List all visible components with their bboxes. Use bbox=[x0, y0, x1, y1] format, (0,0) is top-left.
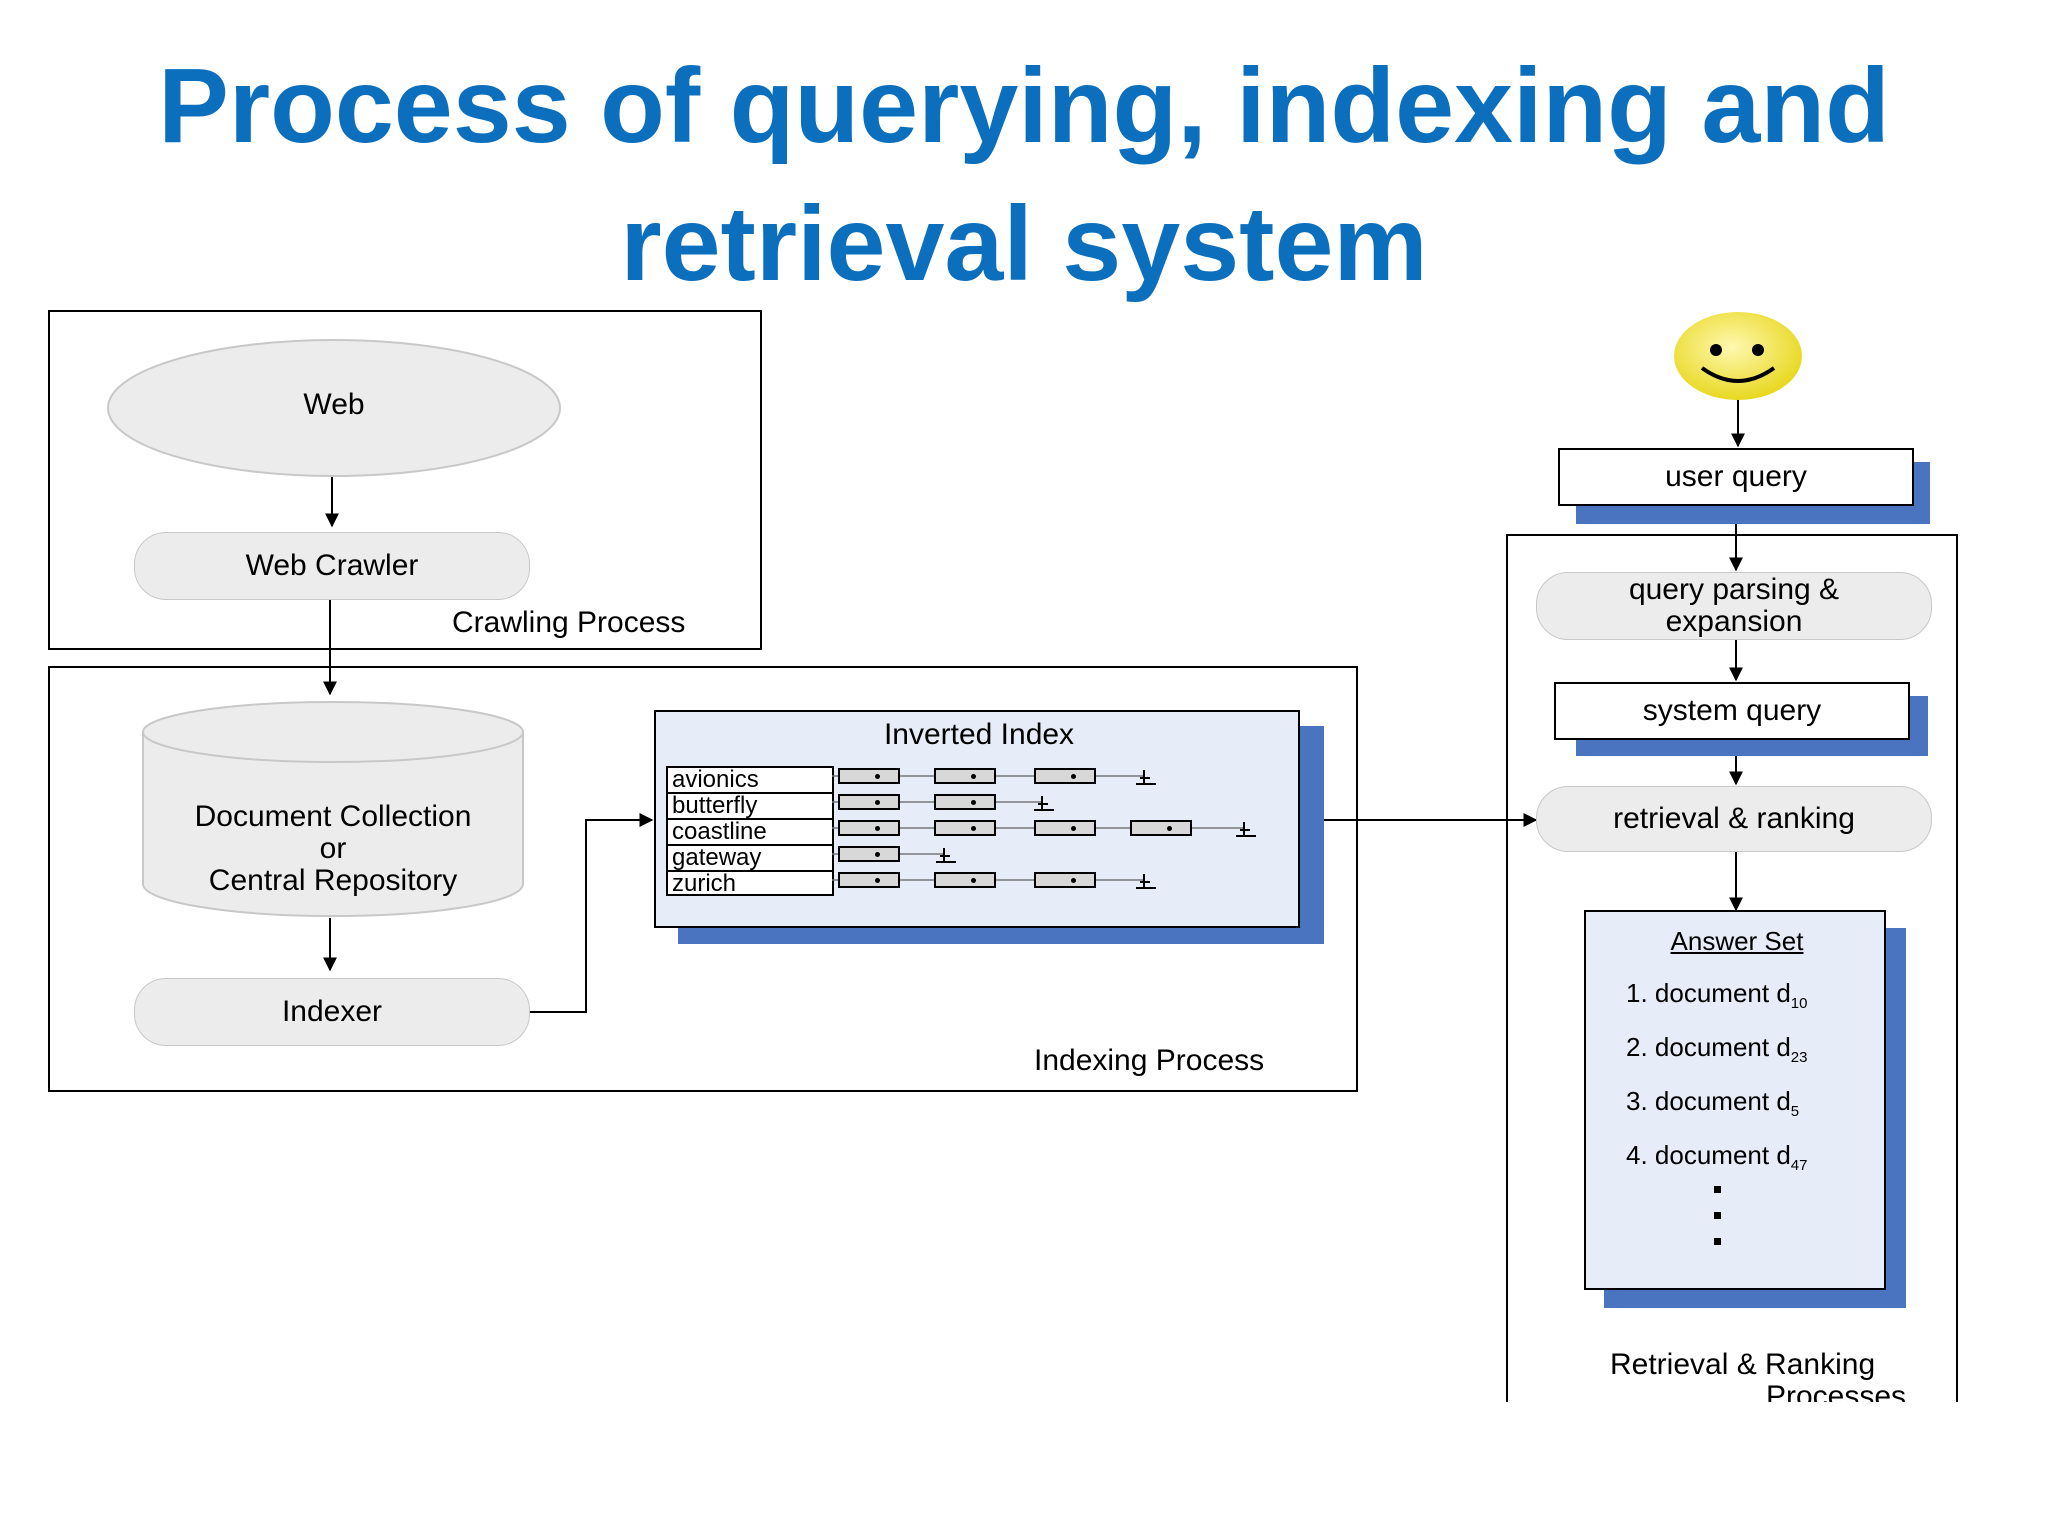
answer-item: 4. document d47 bbox=[1626, 1140, 1808, 1175]
posting-node bbox=[934, 768, 996, 784]
index-term: zurich bbox=[672, 870, 737, 897]
query-parsing-label-line-1: query parsing & bbox=[1628, 573, 1840, 606]
index-term: gateway bbox=[672, 844, 762, 871]
answer-set-title: Answer Set bbox=[1670, 926, 1804, 956]
query-parsing-label-line-2: expansion bbox=[1665, 605, 1803, 638]
ellipsis-dot bbox=[1714, 1186, 1721, 1193]
web-crawler-node: Web Crawler bbox=[134, 532, 530, 600]
answer-item: 1. document d10 bbox=[1626, 978, 1808, 1013]
posting-node bbox=[1034, 872, 1096, 888]
system-query-box: system query bbox=[1554, 682, 1910, 740]
web-ellipse bbox=[107, 339, 561, 477]
user-query-label: user query bbox=[1665, 460, 1807, 493]
retrieval-ranking-label: retrieval & ranking bbox=[1613, 802, 1855, 835]
term-divider bbox=[666, 792, 834, 794]
user-query-box: user query bbox=[1558, 448, 1914, 506]
retrieval-ranking-node: retrieval & ranking bbox=[1536, 786, 1932, 852]
answer-item: 3. document d5 bbox=[1626, 1086, 1800, 1121]
system-query-label: system query bbox=[1642, 694, 1822, 727]
term-divider bbox=[832, 766, 834, 896]
ellipsis-dot bbox=[1714, 1212, 1721, 1219]
posting-node bbox=[1034, 768, 1096, 784]
web-crawler-label: Web Crawler bbox=[245, 549, 419, 582]
null-pointer bbox=[1136, 874, 1156, 889]
posting-node bbox=[838, 794, 900, 810]
null-pointer bbox=[936, 848, 956, 863]
user-smiley-icon bbox=[1674, 312, 1802, 400]
posting-node bbox=[838, 768, 900, 784]
posting-node bbox=[934, 794, 996, 810]
index-term: butterfly bbox=[672, 792, 758, 819]
term-divider bbox=[666, 818, 834, 820]
page-title-line-2: retrieval system bbox=[620, 185, 1428, 303]
repository-label-line-2: or bbox=[319, 832, 347, 865]
crawling-process-label: Crawling Process bbox=[452, 606, 686, 639]
null-pointer bbox=[1236, 822, 1256, 837]
posting-node bbox=[934, 872, 996, 888]
term-divider bbox=[666, 844, 834, 846]
arrow-indexer-to-index bbox=[530, 813, 654, 1013]
inverted-index-title: Inverted Index bbox=[883, 718, 1075, 751]
posting-node bbox=[1034, 820, 1096, 836]
posting-node bbox=[934, 820, 996, 836]
retrieval-process-label-line-1: Retrieval & Ranking bbox=[1610, 1348, 1876, 1381]
query-parsing-node: query parsing & expansion bbox=[1536, 572, 1932, 640]
indexer-label: Indexer bbox=[281, 995, 383, 1028]
index-term: coastline bbox=[672, 818, 767, 845]
retrieval-process-label-line-2: Processes bbox=[1766, 1380, 1907, 1402]
answer-item: 2. document d23 bbox=[1626, 1032, 1808, 1067]
web-label: Web bbox=[303, 388, 365, 421]
ellipsis-dot bbox=[1714, 1238, 1721, 1245]
indexer-node: Indexer bbox=[134, 978, 530, 1046]
answer-set-panel: Answer Set 1. document d10 2. document d… bbox=[1584, 910, 1886, 1290]
retrieval-process-frame bbox=[1506, 534, 1958, 1402]
term-table bbox=[666, 766, 834, 896]
null-pointer bbox=[1034, 796, 1054, 811]
posting-node bbox=[838, 846, 900, 862]
repository-cylinder bbox=[142, 701, 524, 917]
indexing-process-label: Indexing Process bbox=[1034, 1044, 1265, 1077]
page-title-line-1: Process of querying, indexing and bbox=[158, 47, 1890, 165]
posting-node bbox=[838, 872, 900, 888]
term-divider bbox=[666, 870, 834, 872]
posting-node bbox=[838, 820, 900, 836]
posting-node bbox=[1130, 820, 1192, 836]
null-pointer bbox=[1136, 770, 1156, 785]
inverted-index-panel: Inverted Index avionics butterfly coastl… bbox=[654, 710, 1300, 928]
index-term: avionics bbox=[672, 766, 759, 793]
repository-label-line-3: Central Repository bbox=[208, 864, 458, 897]
repository-label-line-1: Document Collection bbox=[194, 800, 472, 833]
